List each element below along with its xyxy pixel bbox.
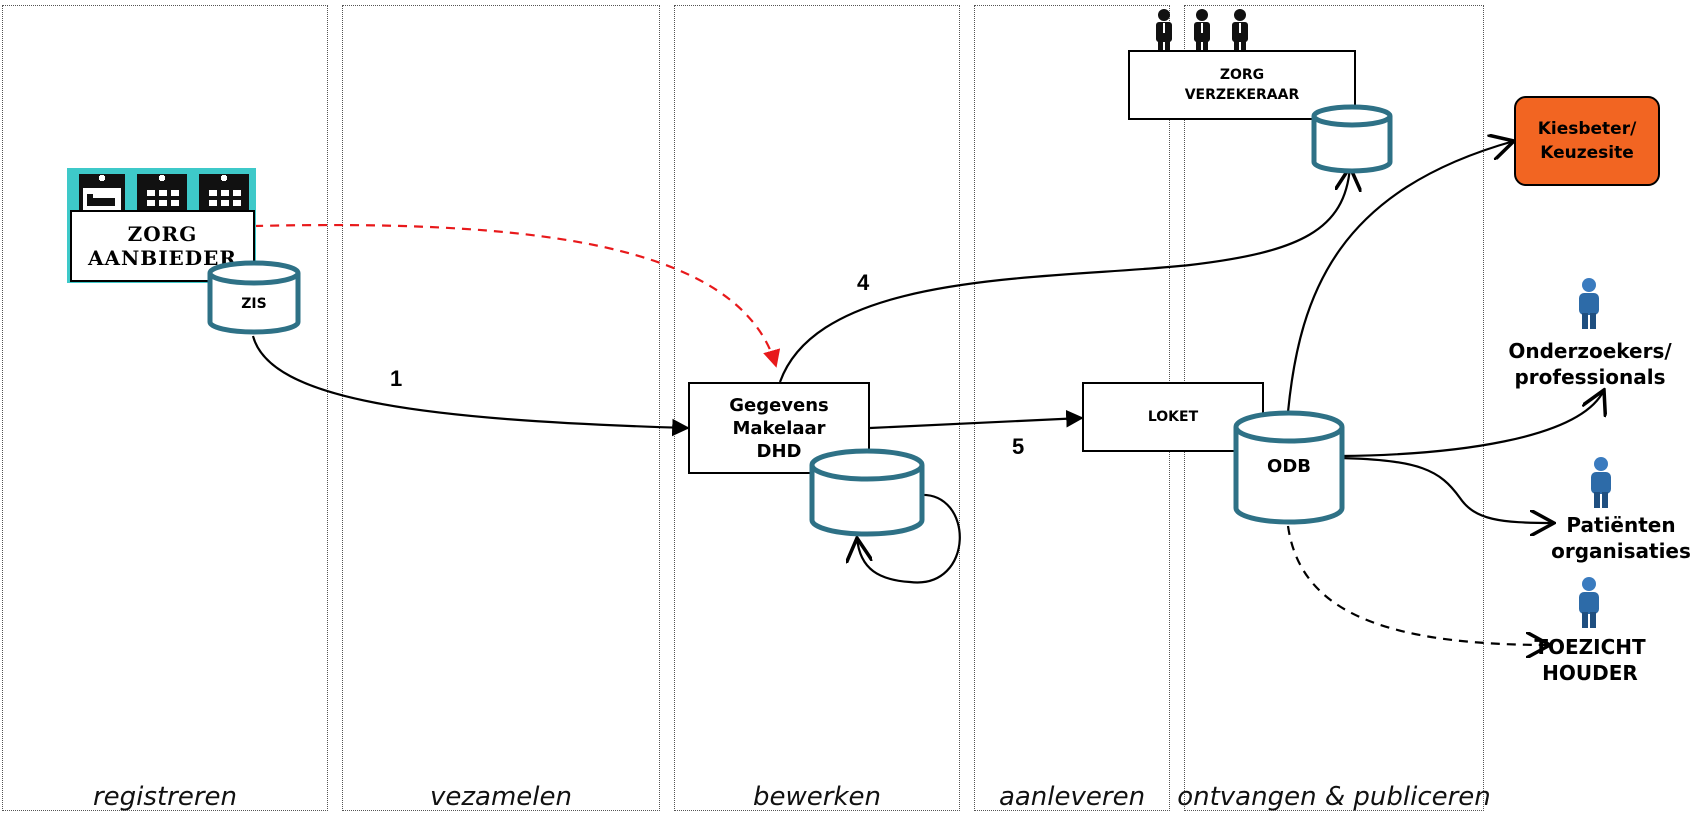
businessman-icon [1156, 9, 1248, 50]
onderzoekers-line1: Onderzoekers/ [1508, 339, 1672, 363]
flow-number-1: 1 [390, 366, 403, 391]
zis-label: ZIS [241, 296, 267, 312]
kiesbeter-box: Kiesbeter/ Keuzesite [1514, 96, 1660, 186]
lane-label-ontvangen-publiceren: ontvangen & publiceren [1177, 782, 1491, 812]
lane-ontvangen-publiceren: ontvangen & publiceren [1177, 5, 1491, 812]
odb-label: ODB [1267, 456, 1311, 477]
arrow-4-gm-to-zv [778, 167, 1350, 383]
flow-number-5: 5 [1012, 434, 1025, 459]
kiesbeter-line2: Keuzesite [1540, 143, 1634, 163]
patienten-label: Patiënten organisaties [1546, 512, 1696, 564]
lane-vezamelen: vezamelen [342, 5, 660, 812]
zis-database-icon [207, 260, 301, 335]
arrow-odb-to-kiesbeter [1286, 141, 1514, 413]
zorgverzekeraar-box: ZORG VERZEKERAAR [1128, 50, 1356, 120]
arrow-odb-to-toezicht [1286, 525, 1550, 645]
arrow-odb-to-patienten [1339, 456, 1554, 523]
arrow-dashed-red [253, 224, 781, 368]
gm-database-icon [809, 448, 925, 537]
person-icon [1591, 457, 1611, 508]
lane-label-registreren: registreren [92, 782, 237, 812]
arrow-1-zis-to-gm [251, 335, 690, 437]
person-icon [1579, 577, 1599, 628]
arrow-odb-to-onderzoekers [1339, 390, 1604, 458]
onderzoekers-label: Onderzoekers/ professionals [1500, 338, 1680, 390]
lane-registreren: registreren [2, 5, 328, 812]
toezicht-line2: HOUDER [1542, 661, 1638, 685]
lane-label-aanleveren: aanleveren [998, 782, 1146, 812]
flow-number-4: 4 [857, 270, 870, 295]
arrow-5-gm-to-loket [869, 409, 1084, 430]
zv-line2: VERZEKERAAR [1184, 87, 1300, 103]
loket-label: LOKET [1147, 409, 1199, 425]
toezicht-line1: TOEZICHT [1534, 635, 1646, 659]
lane-label-vezamelen: vezamelen [430, 782, 572, 812]
zorgaanbieder-line1: ZORG [127, 222, 198, 246]
patienten-line2: organisaties [1551, 539, 1691, 563]
lane-label-bewerken: bewerken [753, 782, 881, 812]
zv-database-icon [1311, 104, 1393, 174]
gm-line2: Makelaar [732, 417, 826, 439]
onderzoekers-line2: professionals [1514, 365, 1666, 389]
toezicht-label: TOEZICHT HOUDER [1520, 634, 1660, 686]
kiesbeter-line1: Kiesbeter/ [1537, 119, 1637, 139]
odb-database-icon [1233, 410, 1345, 525]
zorgaanbieder-line2: AANBIEDER [87, 246, 238, 270]
gm-line3: DHD [756, 440, 802, 462]
patienten-line1: Patiënten [1566, 513, 1676, 537]
zv-line1: ZORG [1219, 67, 1265, 83]
person-icon [1579, 278, 1599, 329]
lane-bewerken: bewerken [674, 5, 960, 812]
arrow-self-loop [857, 493, 961, 584]
gm-line1: Gegevens [729, 394, 829, 416]
